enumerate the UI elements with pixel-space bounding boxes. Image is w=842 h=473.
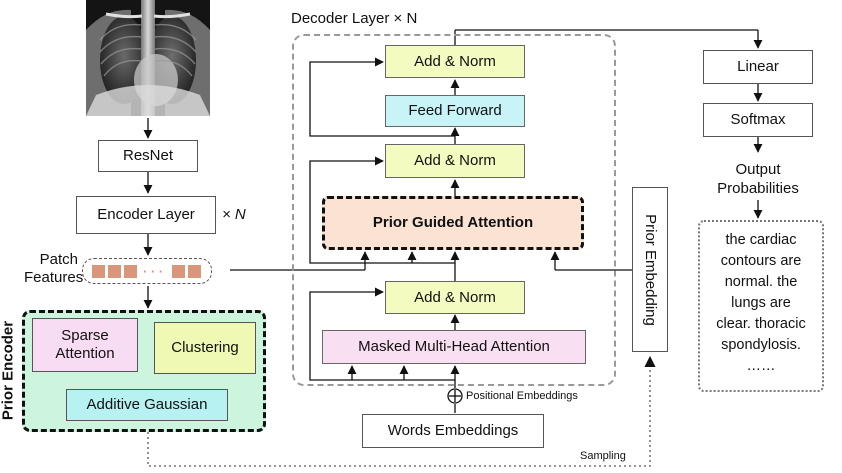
encoder-layer-label: Encoder Layer	[97, 206, 195, 223]
output-probabilities-line-2: Probabilities	[717, 180, 799, 197]
resnet-label: ResNet	[122, 147, 174, 164]
sparse-attention-line-2: Attention	[55, 345, 115, 362]
prior-embedding-box: Prior Embedding	[632, 187, 668, 352]
add-norm-box-bottom: Add & Norm	[385, 281, 525, 314]
linear-box: Linear	[703, 50, 813, 84]
masked-multi-head-attention-box: Masked Multi-Head Attention	[322, 330, 586, 364]
sampling-label: Sampling	[580, 450, 626, 462]
add-norm-label: Add & Norm	[414, 288, 496, 306]
generated-report-box: the cardiac contours are normal. the lun…	[698, 220, 824, 392]
prior-embedding-label: Prior Embedding	[642, 213, 660, 326]
patch-features-line-2: Features	[24, 269, 84, 286]
report-line: contours are	[720, 253, 802, 269]
positional-embeddings-label: Positional Embeddings	[466, 390, 578, 402]
report-line: lungs are	[731, 295, 791, 311]
patch-token	[108, 265, 121, 278]
patch-features-line-1: Patch	[39, 251, 78, 268]
output-probabilities-label: Output Probabilities	[688, 160, 828, 198]
words-embeddings-box: Words Embeddings	[362, 414, 544, 448]
encoder-layer-box: Encoder Layer	[76, 196, 216, 234]
patch-token	[172, 265, 185, 278]
prior-encoder-title: Prior Encoder	[0, 320, 17, 421]
add-norm-box-middle: Add & Norm	[385, 144, 525, 178]
patch-features-group	[82, 258, 212, 284]
additive-gaussian-label: Additive Gaussian	[86, 396, 208, 413]
softmax-label: Softmax	[730, 111, 786, 128]
report-line: clear. thoracic	[716, 316, 806, 332]
prior-guided-attention-label: Prior Guided Attention	[372, 214, 534, 231]
decoder-layer-title: Decoder Layer × N	[291, 10, 418, 27]
report-line: normal. the	[724, 274, 798, 290]
output-probabilities-line-1: Output	[735, 161, 781, 178]
clustering-label: Clustering	[171, 339, 239, 356]
feed-forward-label: Feed Forward	[408, 102, 502, 119]
patch-token	[92, 265, 105, 278]
sparse-attention-box: Sparse Attention	[32, 318, 138, 372]
patch-token	[188, 265, 201, 278]
linear-label: Linear	[737, 58, 779, 75]
resnet-box: ResNet	[98, 140, 198, 172]
report-line: the cardiac	[725, 232, 797, 248]
add-norm-box-top: Add & Norm	[385, 45, 525, 78]
patch-token	[124, 265, 137, 278]
additive-gaussian-box: Additive Gaussian	[66, 389, 228, 421]
decoder-layer-panel	[292, 34, 616, 386]
clustering-box: Clustering	[154, 322, 256, 374]
feed-forward-box: Feed Forward	[385, 95, 525, 127]
softmax-box: Softmax	[703, 103, 813, 137]
prior-guided-attention-box: Prior Guided Attention	[322, 196, 584, 250]
chest-xray-image	[86, 0, 210, 116]
add-norm-label: Add & Norm	[414, 52, 496, 70]
report-line: ……	[746, 358, 776, 374]
add-norm-label: Add & Norm	[414, 152, 496, 169]
masked-attention-label: Masked Multi-Head Attention	[358, 338, 550, 355]
patch-ellipsis: · · ·	[143, 264, 164, 279]
sparse-attention-line-1: Sparse	[61, 327, 109, 344]
patch-features-label: Patch Features	[24, 251, 84, 287]
words-embeddings-label: Words Embeddings	[387, 422, 519, 439]
report-line: spondylosis.	[721, 337, 801, 353]
encoder-repeat-label: × N	[222, 206, 246, 223]
